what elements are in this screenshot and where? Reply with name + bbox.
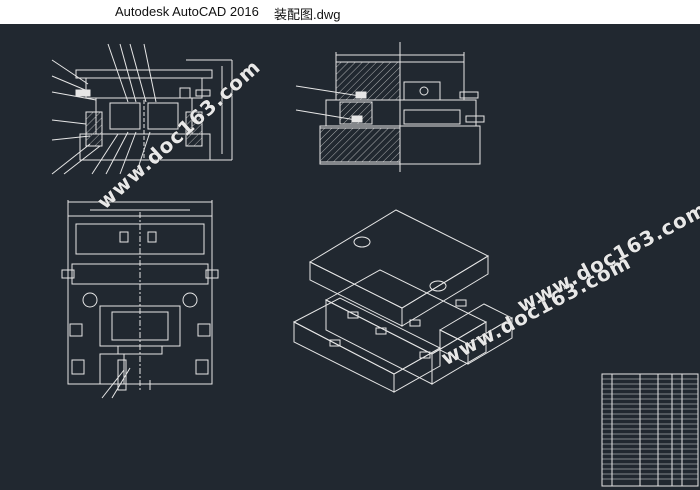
plan-view <box>61 200 219 399</box>
section-view-front <box>51 43 233 175</box>
parts-list-rows <box>602 378 698 480</box>
file-name: 装配图.dwg <box>274 7 341 22</box>
app-title: Autodesk AutoCAD 2016 <box>115 4 259 19</box>
section-view-side <box>295 42 485 172</box>
parts-list <box>601 373 699 487</box>
title-bar: Autodesk AutoCAD 2016 装配图.dwg <box>0 0 700 24</box>
isometric-view <box>292 209 514 393</box>
cad-drawing <box>51 42 699 487</box>
drawing-canvas[interactable]: www.doc163.com www.doc163.com www.doc163… <box>0 24 700 490</box>
